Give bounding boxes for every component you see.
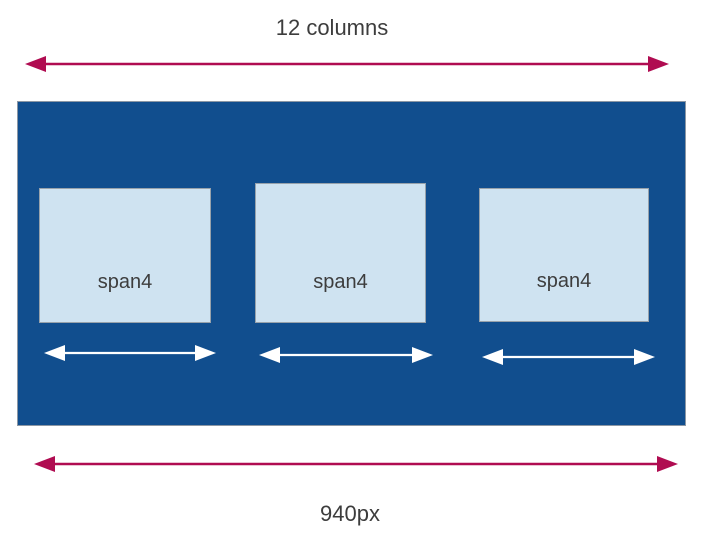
span4-box-2: span4: [255, 183, 426, 323]
span-width-arrow-icon-1: [44, 345, 216, 361]
pixel-width-label: 940px: [320, 501, 380, 526]
span4-label-2: span4: [313, 271, 368, 293]
span4-label-3: span4: [536, 270, 592, 292]
span-width-arrow-icon-3: [482, 349, 655, 365]
span4-label-1: span4: [97, 271, 153, 293]
span-width-arrow-icon-2: [259, 347, 433, 363]
pixel-width-arrow-icon: [34, 456, 678, 472]
columns-width-arrow-icon: [25, 56, 669, 72]
span4-box-3: span4: [479, 188, 649, 322]
span4-box-1: span4: [39, 188, 211, 323]
columns-count-label: 12 columns: [275, 15, 389, 40]
grid-container: span4 span4 span4: [17, 101, 686, 426]
